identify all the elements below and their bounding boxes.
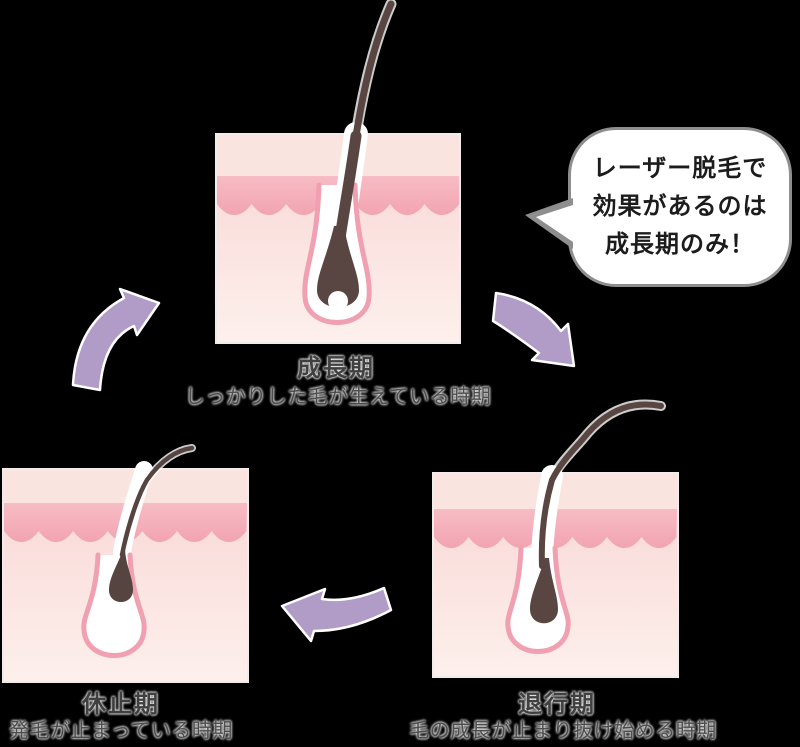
- resting-phase-title: 休止期: [82, 691, 160, 718]
- bubble-text-line3: 成長期のみ！: [605, 231, 755, 258]
- regression-phase-illustration: [432, 399, 679, 678]
- growth-phase-title: 成長期: [297, 355, 375, 382]
- hair-bulb: [317, 226, 359, 308]
- regression-phase-title: 退行期: [518, 691, 596, 718]
- dermal-papilla: [328, 291, 348, 311]
- hair-strand: [352, 0, 395, 140]
- growth-phase-illustration: [215, 0, 461, 344]
- hair-strand: [119, 445, 195, 558]
- hair-strand: [538, 401, 664, 569]
- epidermis-wavy-band: [434, 509, 677, 548]
- hair-club-root: [530, 558, 558, 624]
- resting-phase-illustration: [2, 444, 249, 683]
- arrow-left-icon: [280, 586, 393, 643]
- regression-phase-description: 毛の成長が止まり抜け始める時期: [409, 720, 717, 742]
- arrow-up-right-icon: [71, 287, 161, 392]
- speech-bubble: レーザー脱毛で 効果があるのは 成長期のみ！: [525, 127, 792, 287]
- bubble-text-line1: レーザー脱毛で: [592, 155, 768, 182]
- resting-phase-description: 発毛が止まっている時期: [9, 720, 233, 742]
- bubble-text-line2: 効果があるのは: [592, 193, 768, 220]
- hair-club-root: [109, 550, 133, 602]
- arrow-down-right-icon: [491, 291, 576, 368]
- growth-phase-description: しっかりした毛が生えている時期: [184, 386, 492, 408]
